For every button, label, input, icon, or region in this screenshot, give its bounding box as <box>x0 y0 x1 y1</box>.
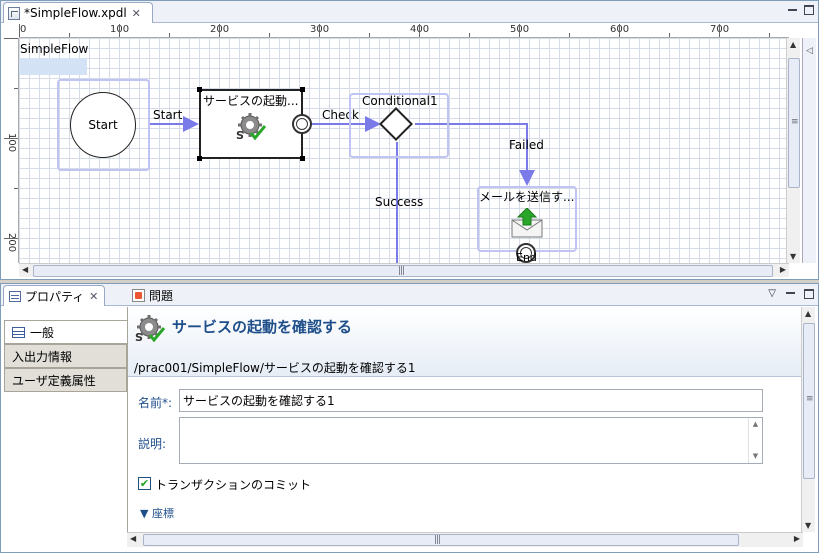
selection-handle[interactable] <box>197 87 202 92</box>
diagram-editor: *SimpleFlow.xpdl ✕ 0 100 200 300 400 500… <box>0 0 819 280</box>
maximize-icon[interactable] <box>804 5 814 15</box>
service-gear-icon: S <box>135 315 166 343</box>
property-detail: S サービスの起動を確認する /prac001/SimpleFlow/サービスの… <box>127 307 802 532</box>
properties-vertical-scrollbar[interactable]: ▲ ≡ ▼ <box>801 307 815 532</box>
start-node-frame <box>57 79 150 171</box>
table-icon <box>12 326 25 338</box>
selection-handle[interactable] <box>197 156 202 161</box>
svg-text:S: S <box>135 331 143 343</box>
mail-send-icon <box>511 208 543 238</box>
scroll-down-icon[interactable]: ▼ <box>790 252 797 261</box>
description-scrollbar[interactable]: ▲▼ <box>748 418 762 463</box>
properties-horizontal-scrollbar[interactable]: ◀ ||| ▶ <box>127 532 803 547</box>
editor-tab-bar: *SimpleFlow.xpdl ✕ <box>1 1 818 23</box>
maximize-icon[interactable] <box>804 288 814 299</box>
transition-label-success[interactable]: Success <box>375 195 424 209</box>
transition-label-start[interactable]: Start <box>153 108 183 122</box>
section-tab-label: 入出力情報 <box>12 349 73 364</box>
ruler-label: 0 <box>20 24 27 35</box>
name-field[interactable] <box>179 389 763 412</box>
expand-arrow-icon[interactable]: ▼ <box>140 507 149 520</box>
properties-icon <box>9 290 21 302</box>
ruler-label: 200 <box>6 233 17 253</box>
editor-horizontal-scrollbar[interactable]: ◀ ||| ▶ <box>19 263 789 277</box>
detail-title: サービスの起動を確認する <box>172 318 353 336</box>
property-sections: 一般 入出力情報 ユーザ定義属性 <box>4 320 130 530</box>
commit-label: トランザクションのコミット <box>155 478 312 492</box>
editor-vertical-scrollbar[interactable]: ▲ ≡ ▼ <box>786 38 800 263</box>
scroll-left-icon[interactable]: ◀ <box>22 265 29 274</box>
coordinates-section[interactable]: ▼ 座標 <box>140 505 174 521</box>
service-task-node[interactable]: サービスの起動... S <box>199 89 303 159</box>
transition-label-failed[interactable]: Failed <box>509 138 544 152</box>
section-tab-label: ユーザ定義属性 <box>12 373 96 388</box>
scroll-thumb[interactable]: ≡ <box>803 323 815 479</box>
intermediate-event-node[interactable] <box>292 114 312 134</box>
view-menu-icon[interactable]: ▽ <box>768 287 776 299</box>
scroll-up-icon[interactable]: ▲ <box>790 40 797 49</box>
editor-tab-title: *SimpleFlow.xpdl <box>24 6 127 20</box>
scroll-up-icon[interactable]: ▲ <box>805 309 812 318</box>
section-tab-user-attributes[interactable]: ユーザ定義属性 <box>4 368 127 392</box>
ruler-left: 100 200 <box>3 38 19 263</box>
minimize-icon[interactable] <box>786 4 798 16</box>
start-node-label: Start <box>88 118 118 132</box>
scroll-thumb[interactable]: ||| <box>33 265 773 277</box>
tab-problems-label: 問題 <box>149 289 174 303</box>
close-icon[interactable]: ✕ <box>131 6 141 20</box>
close-icon[interactable]: ✕ <box>89 289 99 303</box>
palette-toggle-icon[interactable]: ◁ <box>806 46 813 56</box>
transition-failed[interactable] <box>415 123 535 186</box>
problems-icon <box>132 289 145 302</box>
service-task-label: サービスの起動... <box>203 94 299 108</box>
end-event-label: End <box>516 251 537 263</box>
ruler-top: 0 100 200 300 400 500 600 700 <box>19 24 789 38</box>
properties-view: プロパティ ✕ 問題 ▽ 一般 入出力情報 ユーザ定義属性 <box>0 283 819 553</box>
scroll-down-icon[interactable]: ▼ <box>805 521 812 530</box>
scroll-left-icon[interactable]: ◀ <box>130 534 137 543</box>
diagram-canvas[interactable]: SimpleFlow Start Start サービスの起動... <box>19 38 789 263</box>
pool-label[interactable]: SimpleFlow <box>20 42 89 56</box>
section-tab-label: 一般 <box>30 325 55 340</box>
commit-checkbox[interactable]: ✔ <box>138 477 151 490</box>
start-node[interactable]: Start <box>70 92 136 158</box>
scroll-thumb[interactable]: ≡ <box>788 58 800 188</box>
description-label: 説明: <box>138 437 167 451</box>
properties-tab-bar: プロパティ ✕ 問題 ▽ <box>1 284 818 306</box>
tab-properties-label: プロパティ <box>25 289 85 304</box>
name-label: 名前*: <box>138 396 173 410</box>
pool-label-highlight <box>19 58 87 75</box>
scroll-right-icon[interactable]: ▶ <box>779 265 786 274</box>
scroll-right-icon[interactable]: ▶ <box>793 534 800 543</box>
selection-handle[interactable] <box>300 87 305 92</box>
section-tab-general[interactable]: 一般 <box>4 320 130 344</box>
diagram-connections <box>149 116 535 263</box>
detail-header: S サービスの起動を確認する /prac001/SimpleFlow/サービスの… <box>128 307 802 377</box>
ruler-label: 100 <box>6 133 17 153</box>
xpdl-file-icon <box>8 6 20 20</box>
selection-handle[interactable] <box>300 156 305 161</box>
tab-problems[interactable]: 問題 <box>127 285 178 306</box>
editor-tab[interactable]: *SimpleFlow.xpdl ✕ <box>3 2 153 23</box>
minimize-icon[interactable] <box>784 287 796 299</box>
mail-task-label[interactable]: メールを送信す... <box>479 190 575 204</box>
svg-text:S: S <box>236 129 244 141</box>
service-gear-icon: S <box>236 113 267 141</box>
conditional-node-frame <box>349 93 449 158</box>
section-tab-io[interactable]: 入出力情報 <box>4 344 127 368</box>
tab-properties[interactable]: プロパティ ✕ <box>3 285 106 306</box>
end-event-node[interactable] <box>516 243 536 263</box>
element-path: /prac001/SimpleFlow/サービスの起動を確認する1 <box>134 361 416 375</box>
scroll-thumb[interactable]: ||| <box>143 534 739 546</box>
description-field[interactable]: ▲▼ <box>179 417 763 464</box>
conditional-node-label[interactable]: Conditional1 <box>362 94 438 108</box>
palette-strip[interactable]: ◁ <box>802 38 816 263</box>
coordinates-section-label: 座標 <box>151 507 174 520</box>
